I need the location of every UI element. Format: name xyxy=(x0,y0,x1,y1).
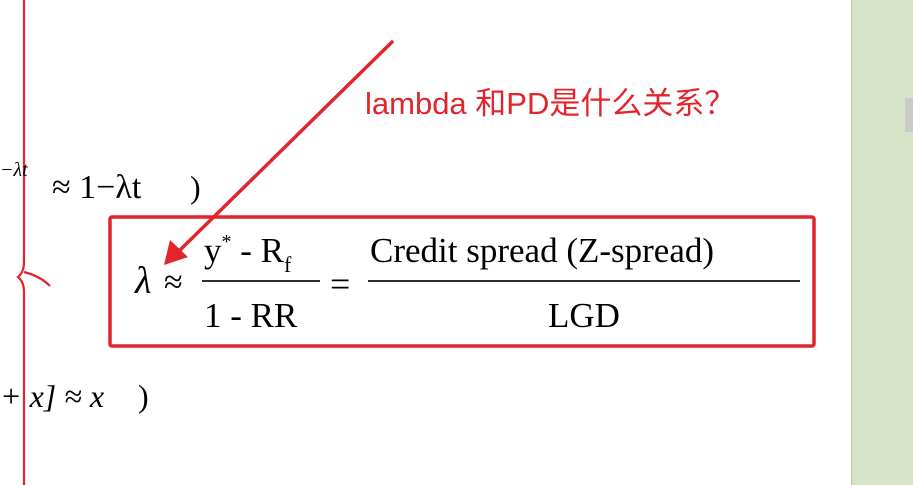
closing-paren-2: ) xyxy=(138,378,149,414)
equals-symbol: = xyxy=(330,264,350,304)
side-scroll-tab[interactable] xyxy=(905,98,913,132)
closing-paren-1: ) xyxy=(190,169,201,205)
annotation-question: lambda 和PD是什么关系？ xyxy=(365,86,736,121)
formula-box xyxy=(108,215,816,348)
fraction-denominator: 1 - RR xyxy=(204,296,298,335)
annotation-arrow xyxy=(164,40,394,265)
approx-symbol: ≈ xyxy=(164,264,183,301)
exponent-fragment: −λt xyxy=(0,159,28,181)
lambda-symbol: λ xyxy=(134,260,151,302)
fraction-numerator: y* - Rf xyxy=(204,231,292,277)
log-approx-expression: + x] ≈ x xyxy=(0,378,104,414)
approx-expression: ≈ 1−λt xyxy=(52,169,142,206)
left-brace xyxy=(16,0,51,485)
rhs-denominator: LGD xyxy=(548,296,620,335)
side-panel xyxy=(851,0,913,485)
rhs-numerator: Credit spread (Z-spread) xyxy=(370,231,714,270)
